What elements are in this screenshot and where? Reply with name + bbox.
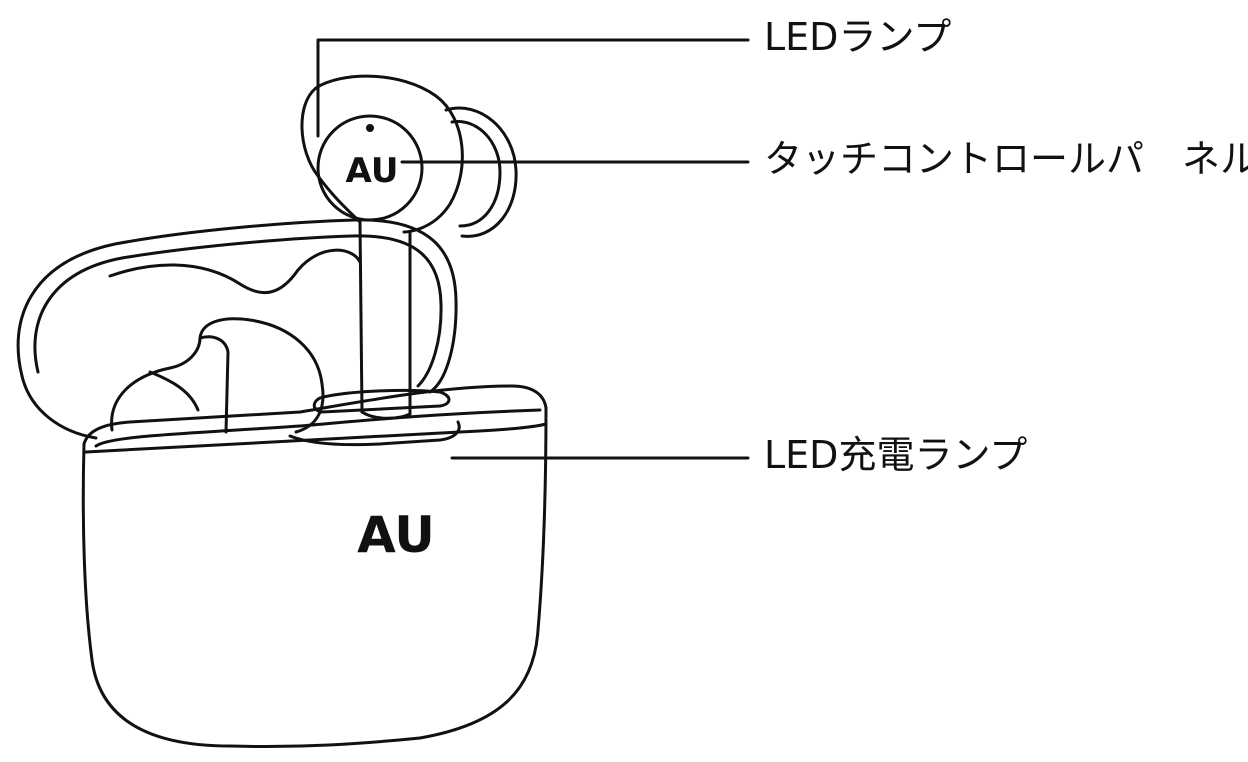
case-body xyxy=(81,384,548,749)
case-logo: AU xyxy=(357,506,435,564)
case-lid xyxy=(16,218,458,440)
callout-led-lamp: LEDランプ xyxy=(764,15,952,59)
callout-touch-control-panel: タッチコントロールパ ネル xyxy=(764,137,1248,181)
callout-led-charging-lamp: LED充電ランプ xyxy=(764,433,1028,477)
standing-earbud xyxy=(300,74,518,420)
earbud-logo: AU xyxy=(346,151,399,191)
seated-earbud xyxy=(110,317,325,434)
leader-line-led-lamp xyxy=(316,38,750,138)
